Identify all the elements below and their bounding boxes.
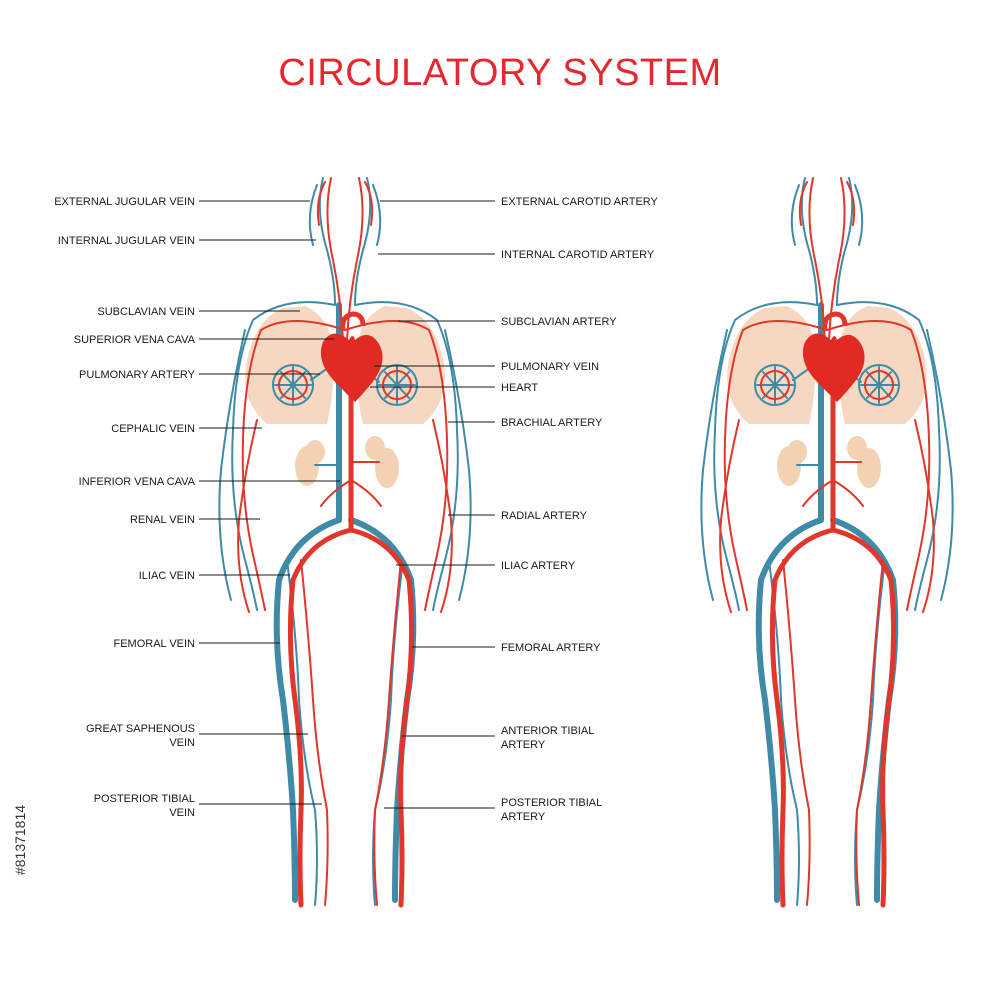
- label-text-pulmonary-vein: PULMONARY VEIN: [501, 361, 599, 373]
- label-text-femoral-vein: FEMORAL VEIN: [114, 638, 196, 650]
- label-brachial-artery: BRACHIAL ARTERY: [448, 417, 603, 429]
- label-inferior-vena-cava: INFERIOR VENA CAVA: [79, 476, 340, 488]
- figure-unlabeled: [701, 178, 952, 905]
- labels-left: EXTERNAL JUGULAR VEIN INTERNAL JUGULAR VE…: [54, 196, 340, 819]
- label-pulmonary-vein: PULMONARY VEIN: [374, 361, 599, 373]
- stock-id-text: #81371814: [12, 804, 28, 876]
- label-text-internal-carotid-artery: INTERNAL CAROTID ARTERY: [501, 249, 655, 261]
- label-external-carotid-artery: EXTERNAL CAROTID ARTERY: [380, 196, 659, 208]
- label-text-subclavian-vein: SUBCLAVIAN VEIN: [97, 306, 195, 318]
- label-text-cephalic-vein: CEPHALIC VEIN: [111, 423, 195, 435]
- label-text-femoral-artery: FEMORAL ARTERY: [501, 642, 601, 654]
- label-text-external-jugular-vein: EXTERNAL JUGULAR VEIN: [54, 196, 195, 208]
- label-internal-jugular-vein: INTERNAL JUGULAR VEIN: [58, 235, 316, 247]
- label-text-heart: HEART: [501, 382, 538, 394]
- label-text-internal-jugular-vein: INTERNAL JUGULAR VEIN: [58, 235, 195, 247]
- label-femoral-artery: FEMORAL ARTERY: [412, 642, 601, 654]
- label-text-superior-vena-cava: SUPERIOR VENA CAVA: [74, 334, 196, 346]
- label-text-brachial-artery: BRACHIAL ARTERY: [501, 417, 603, 429]
- label-external-jugular-vein: EXTERNAL JUGULAR VEIN: [54, 196, 310, 208]
- figure-labeled: [219, 178, 470, 905]
- label-iliac-artery: ILIAC ARTERY: [396, 560, 576, 572]
- label-text-subclavian-artery: SUBCLAVIAN ARTERY: [501, 316, 617, 328]
- label-pulmonary-artery: PULMONARY ARTERY: [79, 369, 320, 381]
- label-renal-vein: RENAL VEIN: [130, 514, 260, 526]
- label-femoral-vein: FEMORAL VEIN: [114, 638, 280, 650]
- label-internal-carotid-artery: INTERNAL CAROTID ARTERY: [378, 249, 655, 261]
- label-subclavian-vein: SUBCLAVIAN VEIN: [97, 306, 300, 318]
- label-text-radial-artery: RADIAL ARTERY: [501, 510, 588, 522]
- label-text-external-carotid-artery: EXTERNAL CAROTID ARTERY: [501, 196, 659, 208]
- labels-right: EXTERNAL CAROTID ARTERY INTERNAL CAROTID …: [370, 196, 659, 823]
- label-text-iliac-vein: ILIAC VEIN: [139, 570, 195, 582]
- stock-id-watermark: #81371814: [6, 780, 34, 900]
- label-iliac-vein: ILIAC VEIN: [139, 570, 290, 582]
- label-cephalic-vein: CEPHALIC VEIN: [111, 423, 262, 435]
- label-text-pulmonary-artery: PULMONARY ARTERY: [79, 369, 196, 381]
- page-title: CIRCULATORY SYSTEM: [278, 52, 722, 94]
- label-text-inferior-vena-cava: INFERIOR VENA CAVA: [79, 476, 196, 488]
- label-heart: HEART: [370, 382, 538, 394]
- label-superior-vena-cava: SUPERIOR VENA CAVA: [74, 334, 334, 346]
- label-text-renal-vein: RENAL VEIN: [130, 514, 195, 526]
- label-radial-artery: RADIAL ARTERY: [448, 510, 588, 522]
- label-text-iliac-artery: ILIAC ARTERY: [501, 560, 576, 572]
- label-subclavian-artery: SUBCLAVIAN ARTERY: [398, 316, 617, 328]
